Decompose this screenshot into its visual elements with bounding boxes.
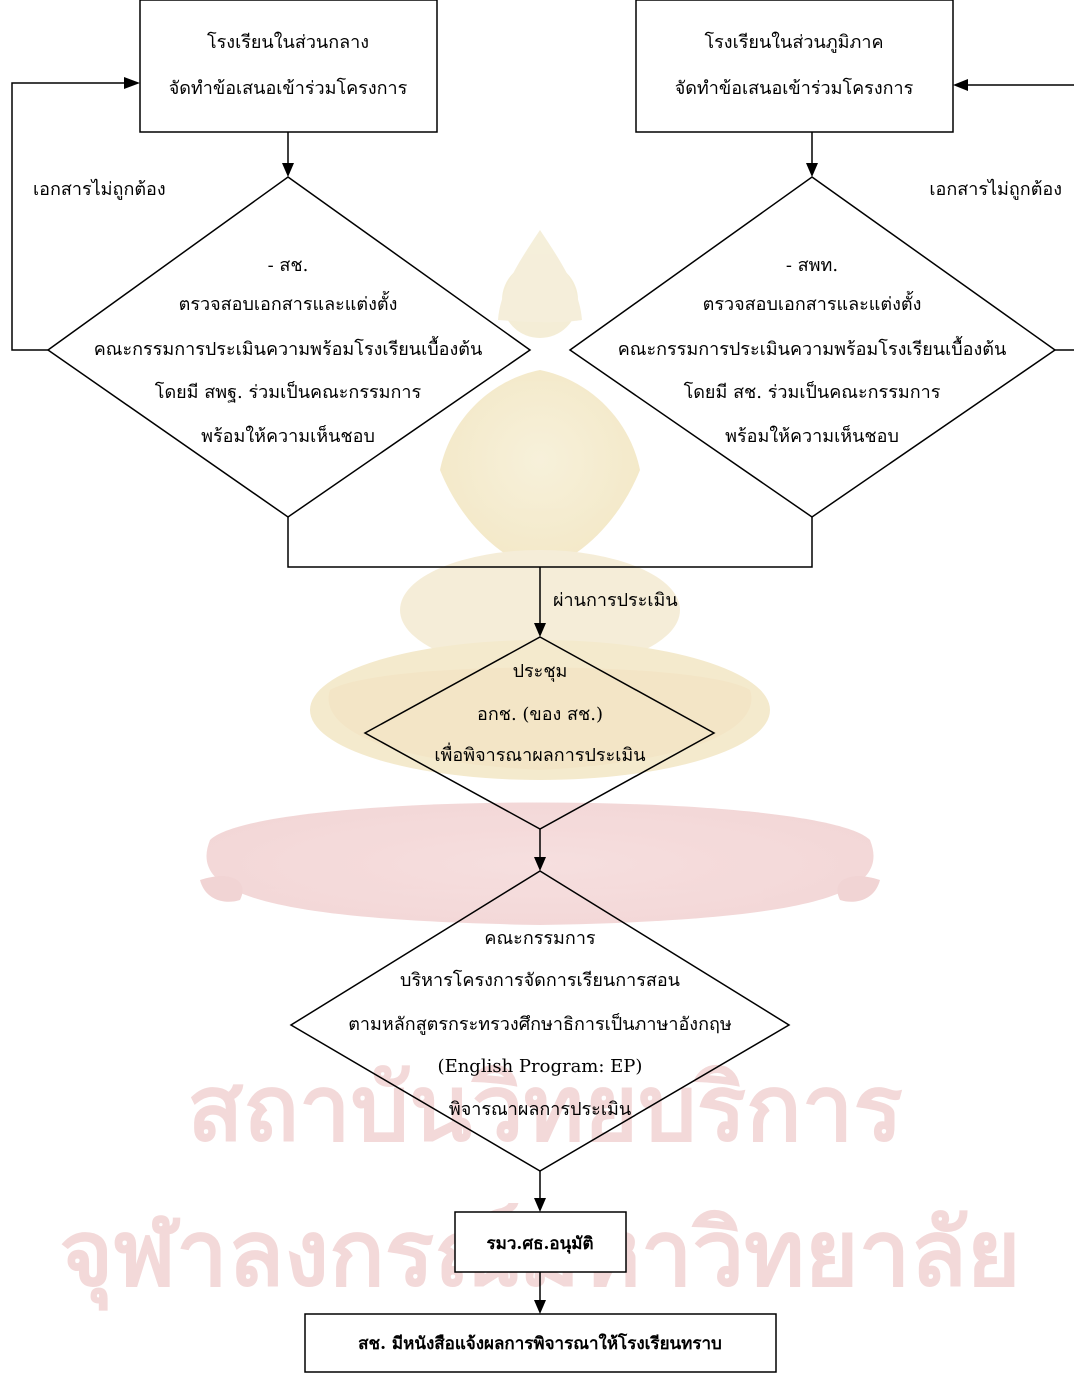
regional-school-line-1: โรงเรียนในส่วนภูมิภาค <box>704 31 883 53</box>
pass-label: ผ่านการประเมิน <box>553 590 678 611</box>
central-school-box <box>139 0 438 133</box>
committee-line-2: บริหารโครงการจัดการเรียนการสอน <box>400 969 680 991</box>
regional-review-line-3: คณะกรรมการประเมินความพร้อมโรงเรียนเบื้อง… <box>618 336 1007 360</box>
watermark-line-1: สถาบันวิทยบริการ <box>187 1055 903 1162</box>
regional-review-line-2: ตรวจสอบเอกสารและแต่งตั้ง <box>703 291 922 315</box>
central-box-arrowhead <box>282 163 294 177</box>
central-reject-arrowhead <box>124 77 140 89</box>
meeting-line-3: เพื่อพิจารณาผลการประเมิน <box>434 742 645 766</box>
committee-line-5: พิจารณาผลการประเมิน <box>449 1099 631 1120</box>
committee-line-3: ตามหลักสูตรกระทรวงศึกษาธิการเป็นภาษาอังก… <box>348 1012 732 1035</box>
meeting-line-2: อกช. (ของ สช.) <box>477 704 603 725</box>
regional-reject-label: เอกสารไม่ถูกต้อง <box>929 178 1062 200</box>
regional-school-box <box>635 0 954 133</box>
approval-arrowhead <box>534 1300 546 1314</box>
notify-label: สช. มีหนังสือแจ้งผลการพิจารณาให้โรงเรียน… <box>358 1333 722 1354</box>
pass-arrowhead <box>534 623 546 637</box>
approval-label: รมว.ศธ.อนุมัติ <box>487 1234 594 1254</box>
committee-line-4: (English Program: EP) <box>438 1056 643 1077</box>
regional-box-arrowhead <box>806 163 818 177</box>
central-school-line-2: จัดทำข้อเสนอเข้าร่วมโครงการ <box>169 77 408 99</box>
notify-box <box>304 1313 777 1373</box>
central-review-line-3: คณะกรรมการประเมินความพร้อมโรงเรียนเบื้อง… <box>94 336 483 360</box>
central-reject-line <box>11 82 128 351</box>
central-reject-label: เอกสารไม่ถูกต้อง <box>33 178 166 200</box>
meeting-arrowhead <box>534 857 546 871</box>
committee-arrowhead <box>534 1198 546 1212</box>
meeting-line-1: ประชุม <box>513 661 568 682</box>
central-review-line-2: ตรวจสอบเอกสารและแต่งตั้ง <box>179 291 398 315</box>
regional-review-line-1: - สพท. <box>786 255 838 276</box>
regional-reject-arrowhead <box>953 79 968 91</box>
approval-box <box>454 1211 627 1273</box>
central-review-line-5: พร้อมให้ความเห็นชอบ <box>201 424 375 447</box>
central-review-line-1: - สช. <box>268 255 309 276</box>
regional-review-line-4: โดยมี สช. ร่วมเป็นคณะกรรมการ <box>684 380 941 403</box>
regional-review-line-5: พร้อมให้ความเห็นชอบ <box>725 424 899 447</box>
merge-line <box>287 517 813 568</box>
central-review-line-4: โดยมี สพฐ. ร่วมเป็นคณะกรรมการ <box>155 380 422 403</box>
committee-line-1: คณะกรรมการ <box>484 928 596 949</box>
central-school-line-1: โรงเรียนในส่วนกลาง <box>207 31 369 53</box>
regional-school-line-2: จัดทำข้อเสนอเข้าร่วมโครงการ <box>675 77 914 99</box>
